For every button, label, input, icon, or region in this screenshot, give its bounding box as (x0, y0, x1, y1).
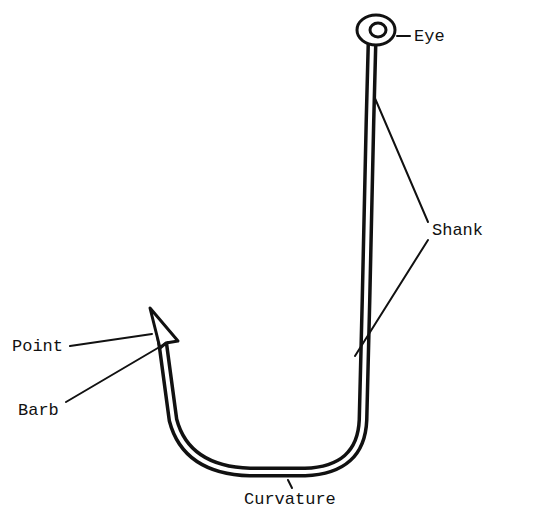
part-label: Eye (414, 28, 445, 45)
part-label: Point (12, 338, 63, 355)
part-label: Barb (18, 402, 59, 419)
leader-line (397, 35, 410, 37)
leader-line (374, 96, 428, 222)
hook-body (162, 44, 372, 472)
part-label: Curvature (244, 491, 336, 508)
eye-hole (370, 23, 386, 37)
hook-body-core (162, 44, 372, 472)
part-label: Shank (432, 222, 483, 239)
leader-line (288, 480, 292, 488)
leader-line (66, 342, 168, 402)
leader-line (355, 240, 428, 356)
hook-eye (357, 15, 395, 45)
leader-line (70, 334, 152, 346)
hook-point (150, 308, 178, 348)
